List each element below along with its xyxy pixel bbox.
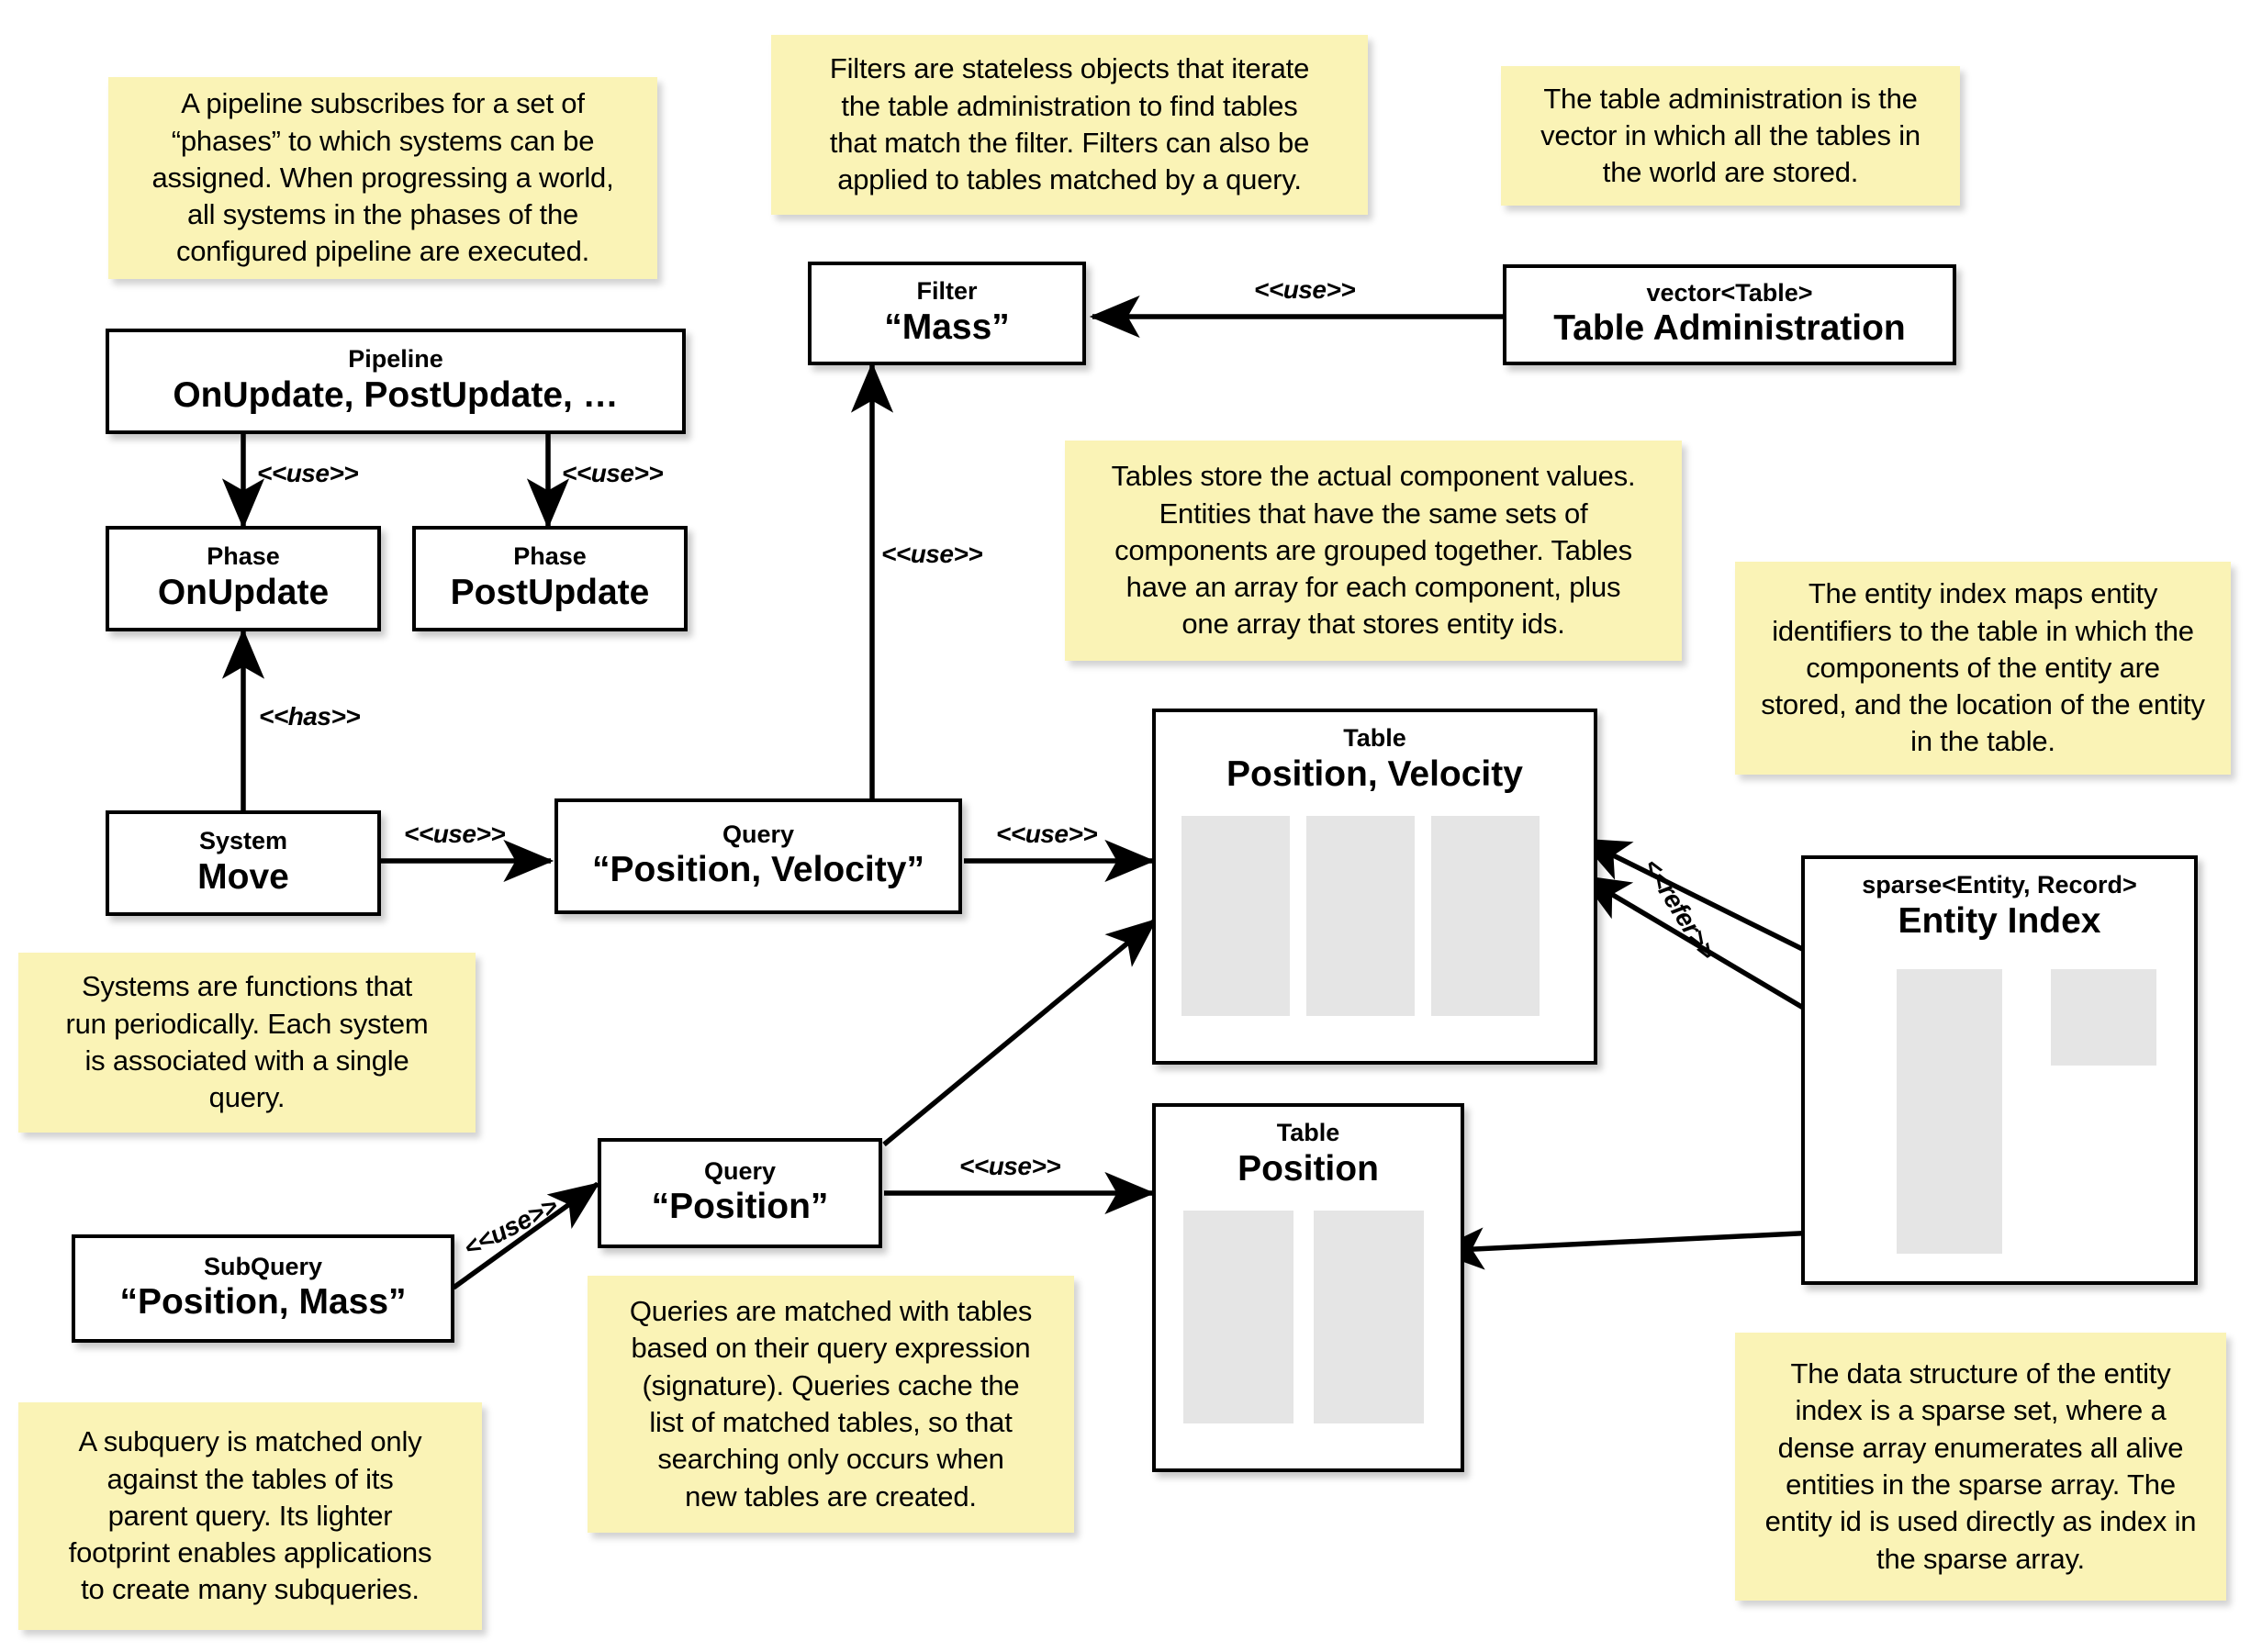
subquery-stereotype: SubQuery: [203, 1252, 323, 1280]
edge-label-system-phase-onupdate: <<has>>: [259, 702, 361, 731]
filter-mass-name: “Mass”: [884, 307, 1010, 347]
system-move-name: Move: [197, 856, 289, 897]
table-pv-column-2: [1306, 816, 1415, 1016]
note-sparse-set: The data structure of the entity index i…: [1735, 1333, 2226, 1601]
class-box-subquery-position-mass[interactable]: SubQuery “Position, Mass”: [72, 1234, 454, 1343]
note-pipeline: A pipeline subscribes for a set of “phas…: [108, 77, 657, 279]
edge-label-query-p-table-p: <<use>>: [959, 1152, 1061, 1180]
table-p-stereotype: Table: [1276, 1119, 1340, 1146]
table-pv-column-3: [1431, 816, 1540, 1016]
edge-label-entityindex-refer: <<refer>>: [1637, 854, 1722, 965]
filter-mass-stereotype: Filter: [916, 277, 978, 306]
class-box-entity-index[interactable]: sparse<Entity, Record> Entity Index: [1801, 855, 2198, 1285]
table-p-column-1: [1183, 1211, 1293, 1423]
note-entity-index: The entity index maps entity identifiers…: [1735, 562, 2231, 775]
edge-label-subquery-query-p: <<use>>: [459, 1190, 563, 1263]
entity-index-stereotype: sparse<Entity, Record>: [1862, 871, 2137, 899]
edge-label-query-pv-filter: <<use>>: [881, 540, 983, 568]
edge-label-query-pv-table-pv: <<use>>: [996, 820, 1098, 848]
class-box-filter-mass[interactable]: Filter “Mass”: [808, 262, 1086, 365]
table-admin-name: Table Administration: [1553, 308, 1906, 349]
class-box-phase-postupdate[interactable]: Phase PostUpdate: [412, 526, 688, 631]
note-table-administration: The table administration is the vector i…: [1501, 66, 1960, 206]
query-p-name: “Position”: [651, 1187, 829, 1227]
phase-onupdate-stereotype: Phase: [207, 542, 280, 571]
phase-postupdate-stereotype: Phase: [513, 542, 587, 571]
table-admin-stereotype: vector<Table>: [1646, 278, 1813, 307]
edge-query-p-table-pv: [882, 918, 1158, 1147]
class-box-phase-onupdate[interactable]: Phase OnUpdate: [106, 526, 381, 631]
note-subquery: A subquery is matched only against the t…: [18, 1402, 482, 1630]
edge-label-pipeline-phase-onupdate: <<use>>: [257, 459, 359, 487]
table-pv-column-1: [1181, 816, 1290, 1016]
class-box-system-move[interactable]: System Move: [106, 810, 381, 916]
phase-onupdate-name: OnUpdate: [157, 572, 330, 612]
query-p-stereotype: Query: [703, 1156, 777, 1185]
class-box-table-administration[interactable]: vector<Table> Table Administration: [1503, 264, 1956, 365]
table-pv-stereotype: Table: [1343, 724, 1406, 752]
table-pv-name: Position, Velocity: [1226, 753, 1523, 794]
note-filter: Filters are stateless objects that itera…: [771, 35, 1368, 215]
table-p-column-2: [1314, 1211, 1424, 1423]
table-pv-columns: [1181, 816, 1540, 1016]
query-pv-name: “Position, Velocity”: [592, 850, 924, 890]
edge-label-system-query-pv: <<use>>: [404, 820, 506, 848]
entity-index-sparse-array: [1897, 969, 2002, 1254]
query-pv-stereotype: Query: [722, 820, 795, 848]
class-box-query-position-velocity[interactable]: Query “Position, Velocity”: [554, 798, 962, 914]
class-box-query-position[interactable]: Query “Position”: [598, 1138, 882, 1248]
table-p-name: Position: [1237, 1148, 1379, 1189]
system-move-stereotype: System: [198, 827, 288, 855]
note-tables: Tables store the actual component values…: [1065, 441, 1682, 661]
edge-label-tableadmin-filter: <<use>>: [1254, 275, 1356, 304]
pipeline-name: OnUpdate, PostUpdate, …: [173, 374, 619, 415]
pipeline-stereotype: Pipeline: [348, 345, 443, 374]
entity-index-dense-array: [2051, 969, 2156, 1066]
class-box-table-position-velocity[interactable]: Table Position, Velocity: [1152, 709, 1597, 1065]
phase-postupdate-name: PostUpdate: [450, 572, 650, 612]
note-queries: Queries are matched with tables based on…: [588, 1276, 1074, 1533]
edge-label-pipeline-phase-postupdate: <<use>>: [562, 459, 664, 487]
class-box-pipeline[interactable]: Pipeline OnUpdate, PostUpdate, …: [106, 329, 686, 434]
entity-index-name: Entity Index: [1898, 900, 2101, 941]
class-box-table-position[interactable]: Table Position: [1152, 1103, 1464, 1472]
note-systems: Systems are functions that run periodica…: [18, 953, 476, 1133]
subquery-name: “Position, Mass”: [119, 1282, 407, 1323]
table-p-columns: [1183, 1211, 1424, 1423]
